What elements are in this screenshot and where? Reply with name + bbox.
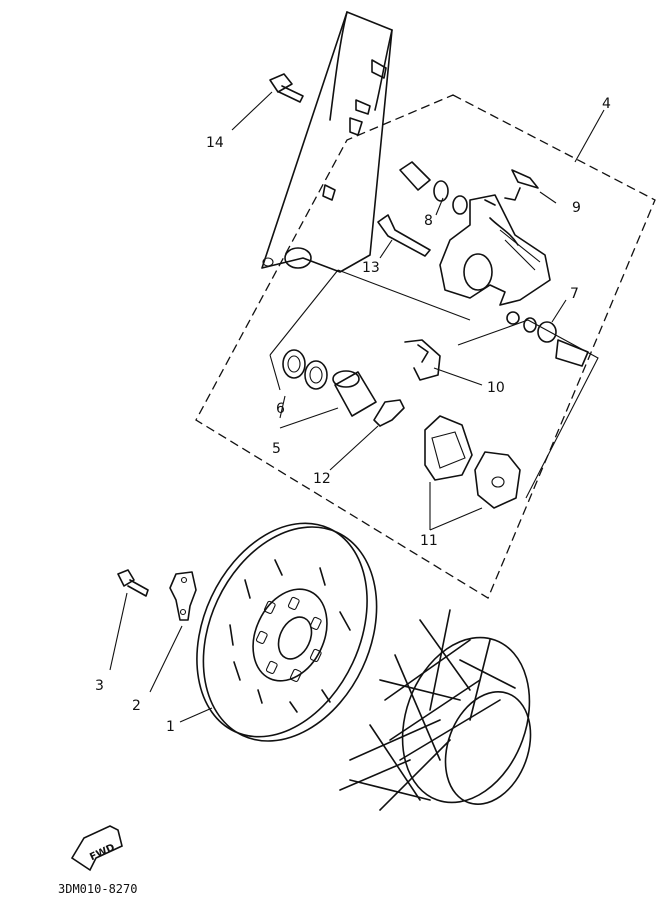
caliper-assembly-outline — [195, 94, 656, 599]
leader-lines — [109, 91, 605, 723]
pad-retainer — [404, 339, 441, 381]
brake-disc — [196, 522, 378, 742]
callout-1: 1 — [166, 719, 175, 735]
caliper-body — [439, 194, 551, 306]
fork-leg — [261, 11, 393, 273]
pad-spring — [373, 399, 405, 427]
callout-8: 8 — [424, 213, 433, 229]
pin-bolt — [377, 214, 431, 257]
wheel-hub — [339, 609, 532, 811]
piston-seals — [282, 349, 328, 390]
callout-13: 13 — [362, 260, 380, 276]
callout-3: 3 — [95, 678, 104, 694]
piston — [332, 370, 377, 417]
caliper-sleeve-parts — [399, 161, 468, 215]
forward-direction-arrow: FWD — [70, 825, 123, 872]
caliper-rear-bolts — [506, 311, 589, 367]
callout-7: 7 — [570, 286, 579, 302]
callout-4: 4 — [602, 96, 611, 112]
lock-washer-plate — [169, 571, 197, 621]
pad-kit-outline — [269, 269, 599, 499]
callout-9: 9 — [572, 200, 581, 216]
callout-5: 5 — [272, 441, 281, 457]
callout-12: 12 — [313, 471, 331, 487]
brake-pads — [424, 415, 521, 509]
fork-bolt — [269, 73, 304, 103]
drawing-code: 3DM010-8270 — [58, 882, 137, 896]
bleed-screw — [504, 169, 539, 201]
disc-bolt — [117, 569, 149, 597]
callout-6: 6 — [276, 401, 285, 417]
callout-2: 2 — [132, 698, 141, 714]
callout-10: 10 — [487, 380, 505, 396]
callout-11: 11 — [420, 533, 438, 549]
callout-14: 14 — [206, 135, 224, 151]
